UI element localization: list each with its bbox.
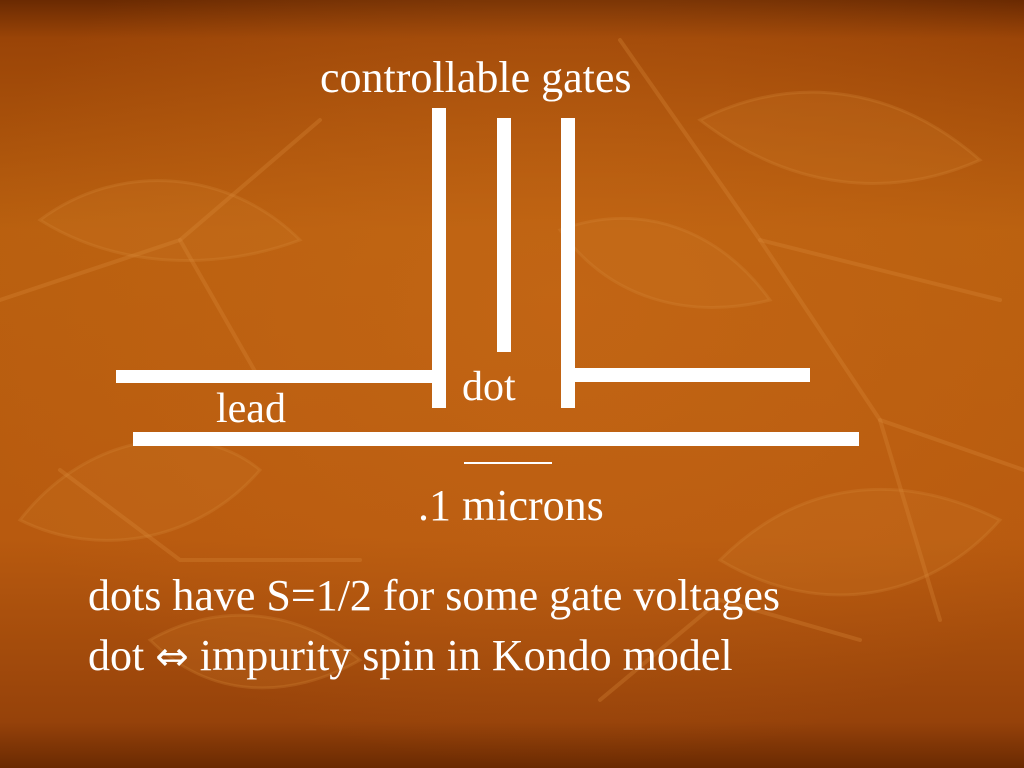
dot-label: dot (462, 364, 516, 410)
caption-line-2-suffix: impurity spin in Kondo model (188, 631, 733, 680)
gate-right (561, 118, 575, 408)
branch-decoration (0, 38, 1024, 702)
diagram-title: controllable gates (320, 53, 632, 102)
double-arrow-icon: ⇔ (155, 634, 189, 680)
lead-left-bar (116, 370, 432, 383)
gate-middle (497, 118, 511, 352)
bottom-lead-bar (133, 432, 859, 446)
scale-bar (464, 462, 552, 464)
lead-right-bar (575, 368, 810, 382)
lead-label: lead (216, 386, 286, 432)
caption-line-2-prefix: dot (88, 631, 156, 680)
leaf-pattern-decoration (17, 90, 1003, 690)
gate-left (432, 108, 446, 408)
quantum-dot-diagram (116, 108, 859, 464)
caption-line-1: dots have S=1/2 for some gate voltages (88, 571, 781, 620)
caption-line-2: dot ⇔ impurity spin in Kondo model (88, 634, 733, 678)
scale-label: .1 microns (418, 481, 604, 530)
